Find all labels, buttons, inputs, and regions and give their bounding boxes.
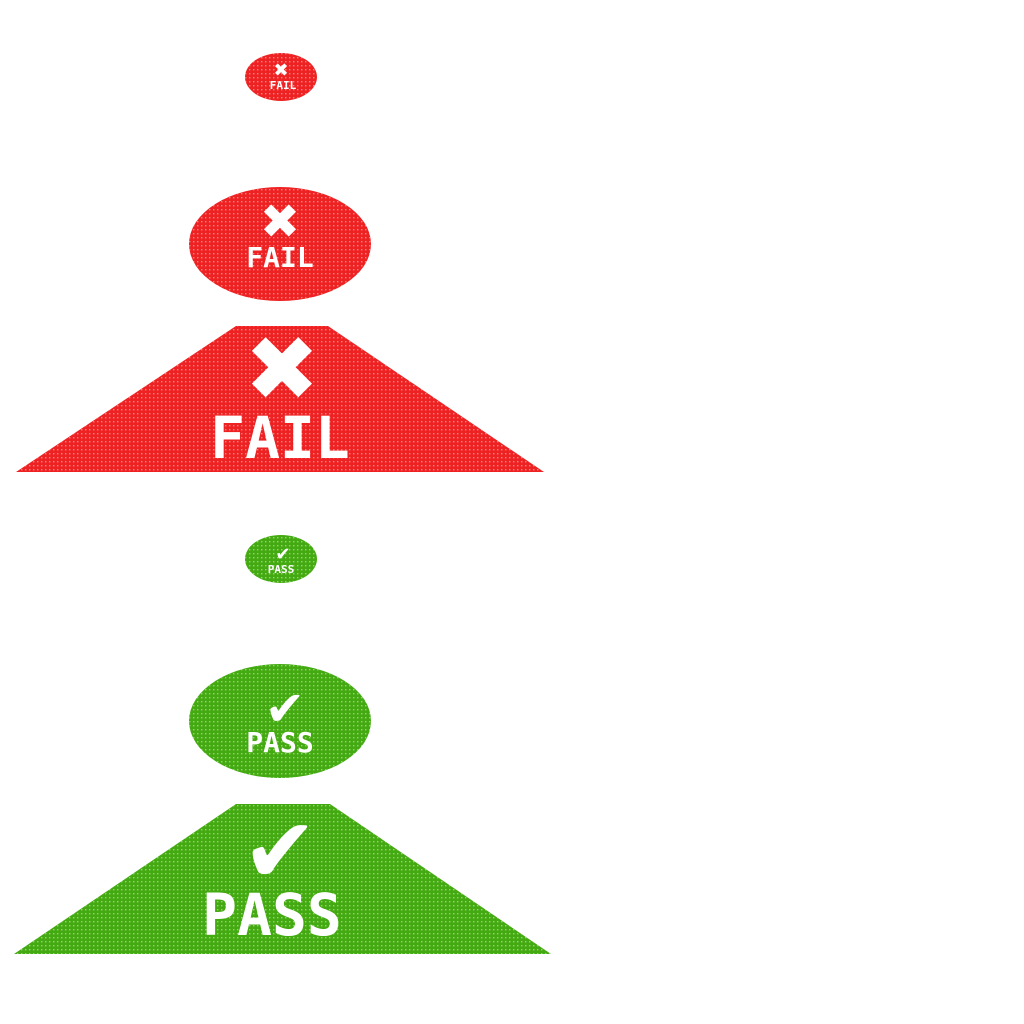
x-icon: ✖ bbox=[260, 194, 300, 250]
checkmark-icon: ✔ bbox=[265, 681, 305, 737]
pass-label: PASS bbox=[268, 563, 295, 576]
pass-label: PASS bbox=[202, 881, 342, 949]
pass-badge-small: ✔ PASS bbox=[245, 535, 317, 583]
checkmark-icon: ✔ bbox=[242, 799, 317, 904]
fail-badge-small: ✖ FAIL bbox=[245, 53, 317, 101]
pass-badge-medium: ✔ PASS bbox=[189, 664, 371, 778]
pass-label: PASS bbox=[246, 726, 313, 759]
fail-badge-large: ✖ FAIL bbox=[16, 317, 544, 472]
fail-label: FAIL bbox=[270, 79, 297, 92]
x-icon: ✖ bbox=[273, 60, 288, 81]
x-icon: ✖ bbox=[244, 317, 319, 422]
checkmark-icon: ✔ bbox=[275, 544, 290, 565]
pass-badge-large: ✔ PASS bbox=[14, 799, 551, 954]
fail-label: FAIL bbox=[246, 241, 313, 274]
fail-badge-medium: ✖ FAIL bbox=[189, 187, 371, 301]
fail-label: FAIL bbox=[210, 404, 350, 472]
